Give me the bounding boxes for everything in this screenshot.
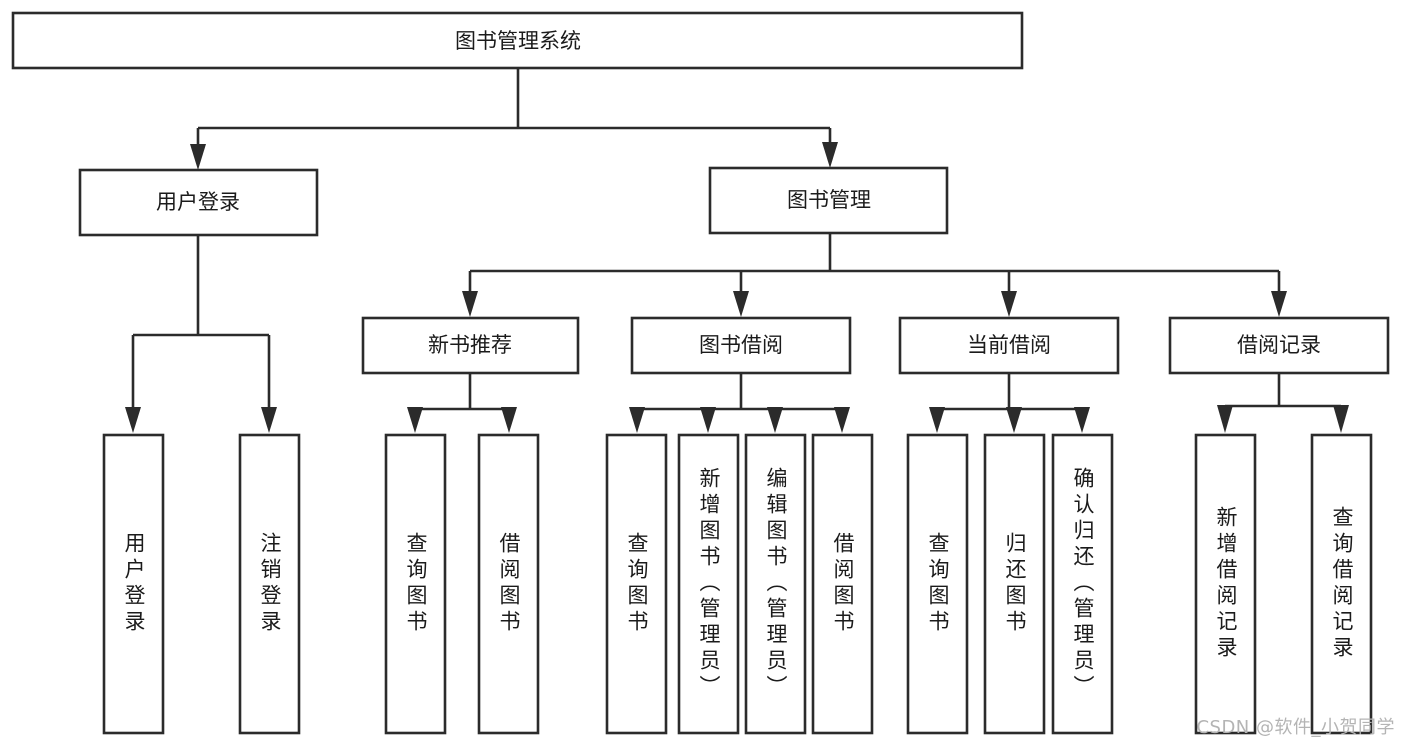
- node-leaf-box-nb-borrow[interactable]: [477, 433, 540, 735]
- node-label-root: 图书管理系统: [455, 29, 581, 53]
- arrow-head-borrow-record: [1271, 291, 1287, 317]
- arrow-head-bb-leaf-2: [700, 407, 716, 433]
- arrow-head-bb-leaf-1: [629, 407, 645, 433]
- node-leaf-box-cb-query[interactable]: [906, 433, 969, 735]
- nodes-layer: [11, 11, 1390, 735]
- node-book-borrow-box[interactable]: [630, 316, 852, 375]
- arrow-head-leaf-logout: [261, 407, 277, 433]
- node-book-manage-box[interactable]: [708, 166, 949, 235]
- node-label-book-manage: 图书管理: [787, 188, 871, 212]
- node-leaf-box-logout[interactable]: [238, 433, 301, 735]
- arrow-head-br-leaf-2: [1333, 405, 1349, 433]
- arrow-head-leaf-user-login: [125, 407, 141, 433]
- node-leaf-box-bb-borrow[interactable]: [811, 433, 874, 735]
- arrow-head-user-login: [190, 144, 206, 170]
- arrow-head-bb-leaf-4: [834, 407, 850, 433]
- node-leaf-box-nb-query[interactable]: [384, 433, 447, 735]
- node-leaf-box-br-add[interactable]: [1194, 433, 1257, 735]
- node-leaf-box-bb-query[interactable]: [605, 433, 668, 735]
- arrow-head-cb-leaf-2: [1006, 407, 1022, 433]
- node-leaf-box-bb-add[interactable]: [677, 433, 740, 735]
- edges-layer: [125, 68, 1349, 433]
- node-leaf-box-bb-edit[interactable]: [744, 433, 807, 735]
- arrow-head-nb-leaf-1: [407, 407, 423, 433]
- node-borrow-record-box[interactable]: [1168, 316, 1390, 375]
- node-leaf-box-user-login[interactable]: [102, 433, 165, 735]
- arrow-head-cb-leaf-1: [929, 407, 945, 433]
- arrow-head-nb-leaf-2: [501, 407, 517, 433]
- node-label-new-book: 新书推荐: [428, 333, 512, 357]
- node-user-login-box[interactable]: [78, 168, 319, 237]
- arrow-head-bb-leaf-3: [767, 407, 783, 433]
- node-root-box[interactable]: [11, 11, 1024, 70]
- node-label-book-borrow: 图书借阅: [699, 333, 783, 357]
- arrow-head-new-book: [462, 291, 478, 317]
- node-label-current-borrow: 当前借阅: [967, 333, 1051, 357]
- arrow-head-book-manage: [822, 142, 838, 168]
- arrow-head-cb-leaf-3: [1074, 407, 1090, 433]
- arrow-head-book-borrow: [733, 291, 749, 317]
- node-label-user-login: 用户登录: [156, 190, 240, 214]
- node-new-book-box[interactable]: [361, 316, 580, 375]
- arrow-head-current-borrow: [1001, 291, 1017, 317]
- watermark-text: CSDN @软件_小贺同学: [1196, 717, 1395, 738]
- horizontal-labels-layer: 图书管理系统 用户登录 图书管理 新书推荐 图书借阅 当前借阅 借阅记录: [156, 29, 1321, 357]
- node-leaf-box-cb-return[interactable]: [983, 433, 1046, 735]
- node-leaf-box-cb-confirm[interactable]: [1051, 433, 1114, 735]
- node-label-borrow-record: 借阅记录: [1237, 333, 1321, 357]
- arrow-head-br-leaf-1: [1217, 405, 1233, 433]
- node-leaf-box-br-query[interactable]: [1310, 433, 1373, 735]
- node-current-borrow-box[interactable]: [898, 316, 1120, 375]
